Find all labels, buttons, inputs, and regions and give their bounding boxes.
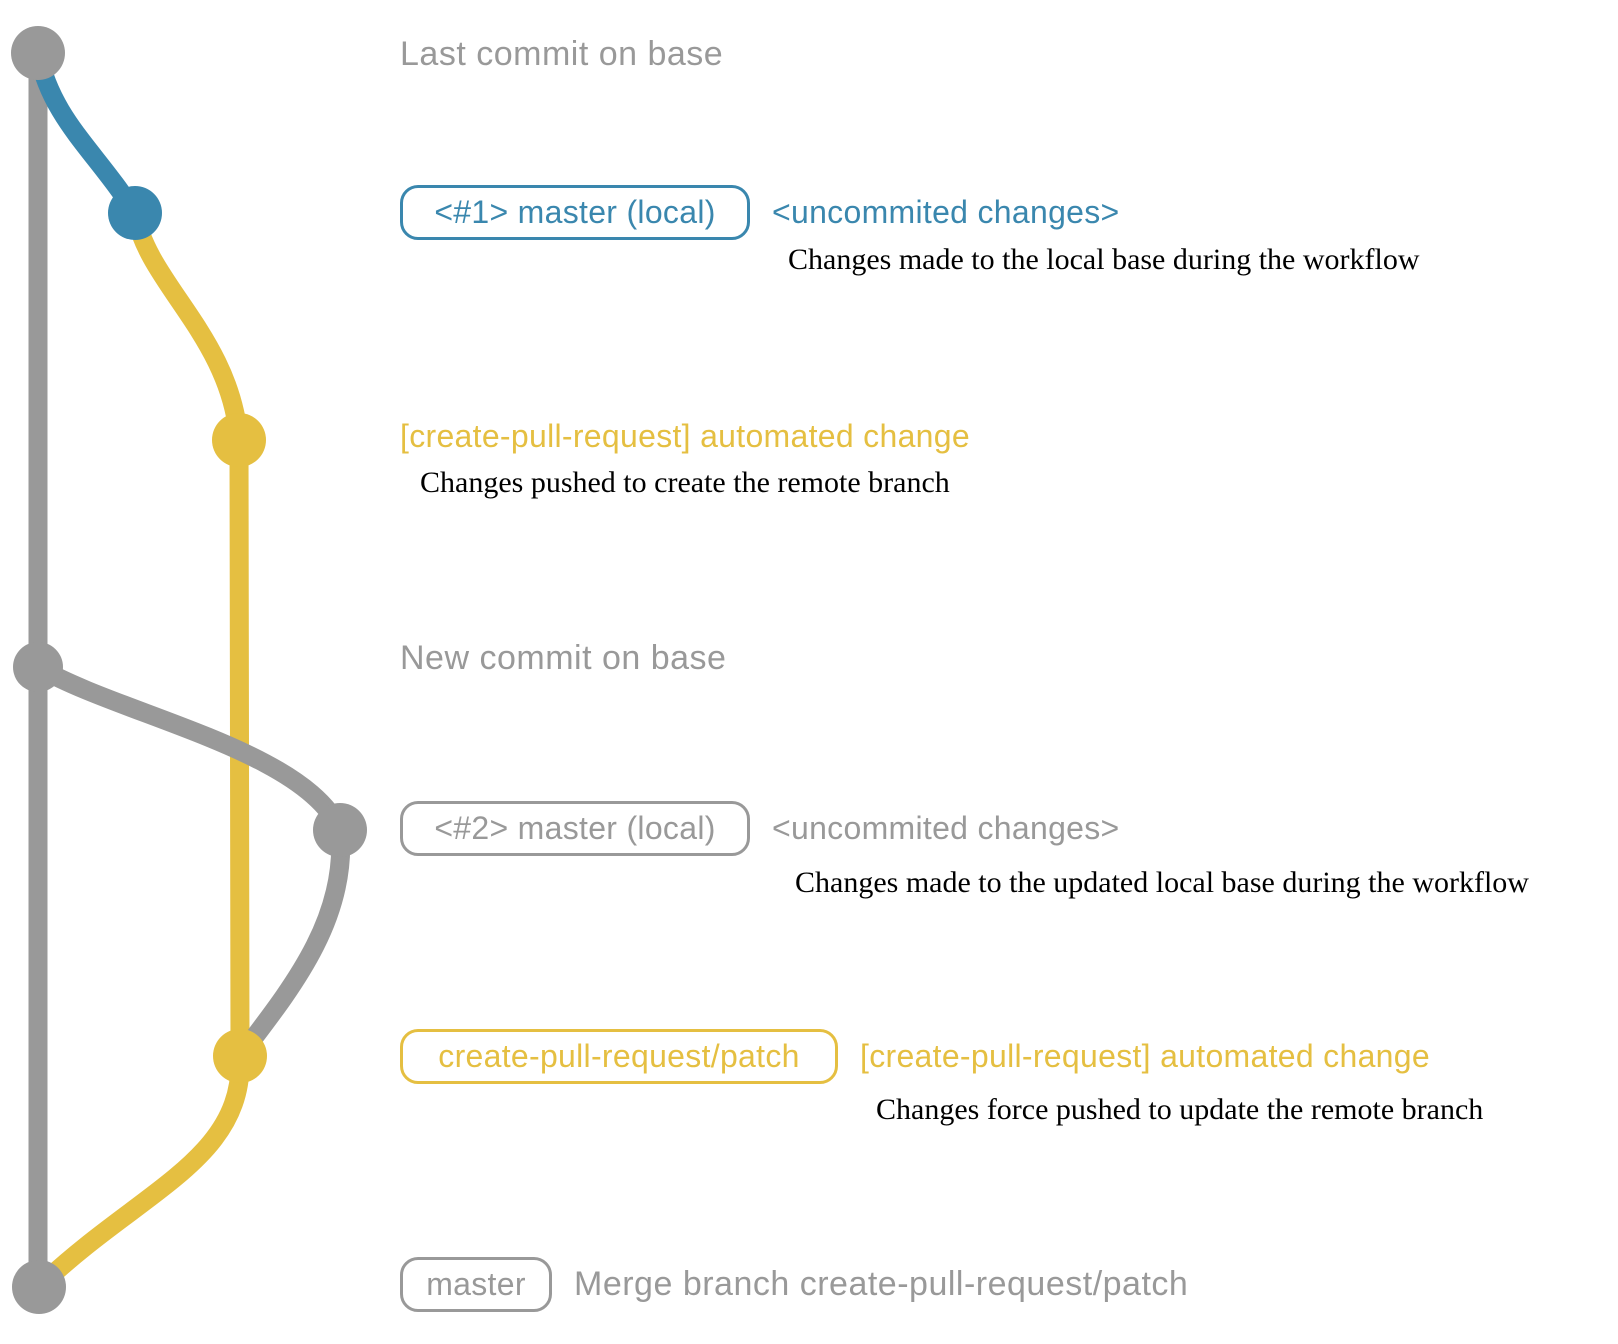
commit-message-automated-change-1: [create-pull-request] automated change	[400, 418, 970, 454]
local-master-1-branch-curve	[28, 43, 145, 223]
git-graph	[11, 26, 367, 1314]
commit-dot-uncommitted-1	[108, 186, 162, 240]
commit-dot-automated-change-2	[213, 1029, 267, 1083]
row-local-master-2: <#2> master (local) <uncommited changes>	[400, 801, 1120, 856]
description-automated-change-2: Changes force pushed to update the remot…	[876, 1093, 1484, 1126]
branch-badge-patch-label: create-pull-request/patch	[438, 1038, 800, 1074]
description-uncommitted-2: Changes made to the updated local base d…	[795, 866, 1529, 899]
row-master-merge: master Merge branch create-pull-request/…	[400, 1257, 1188, 1312]
branch-badge-master-local-1-label: <#1> master (local)	[434, 194, 716, 230]
row-local-master-1: <#1> master (local) <uncommited changes>	[400, 185, 1120, 240]
commit-message-automated-change-2: [create-pull-request] automated change	[860, 1038, 1430, 1074]
description-automated-change-1: Changes pushed to create the remote bran…	[420, 466, 950, 499]
caption-new-commit-on-base: New commit on base	[400, 639, 727, 677]
branch-badge-master-local-2: <#2> master (local)	[400, 801, 750, 856]
commit-dot-merge-commit	[12, 1260, 66, 1314]
commit-dot-automated-change-1	[212, 413, 266, 467]
patch-branch-merge-curve	[29, 1046, 250, 1297]
branch-badge-patch: create-pull-request/patch	[400, 1029, 838, 1084]
commit-dot-last-commit-on-base	[11, 26, 65, 80]
branch-badge-master: master	[400, 1257, 552, 1312]
description-uncommitted-1: Changes made to the local base during th…	[788, 243, 1420, 276]
local-master-2-branch-curve	[28, 657, 350, 840]
commit-note-uncommitted-2: <uncommited changes>	[772, 810, 1120, 846]
commit-note-uncommitted-1: <uncommited changes>	[772, 194, 1120, 230]
commit-dot-uncommitted-2	[313, 803, 367, 857]
commit-dot-new-commit-on-base	[13, 642, 63, 692]
patch-branch-curve-top	[125, 203, 249, 450]
commit-message-merge: Merge branch create-pull-request/patch	[574, 1265, 1189, 1303]
branch-badge-master-label: master	[426, 1266, 526, 1302]
branch-badge-master-local-2-label: <#2> master (local)	[434, 810, 716, 846]
row-patch-branch: create-pull-request/patch [create-pull-r…	[400, 1029, 1430, 1084]
caption-last-commit-on-base: Last commit on base	[400, 35, 724, 73]
local-master-2-force-push-curve	[230, 820, 351, 1066]
branch-badge-master-local-1: <#1> master (local)	[400, 185, 750, 240]
